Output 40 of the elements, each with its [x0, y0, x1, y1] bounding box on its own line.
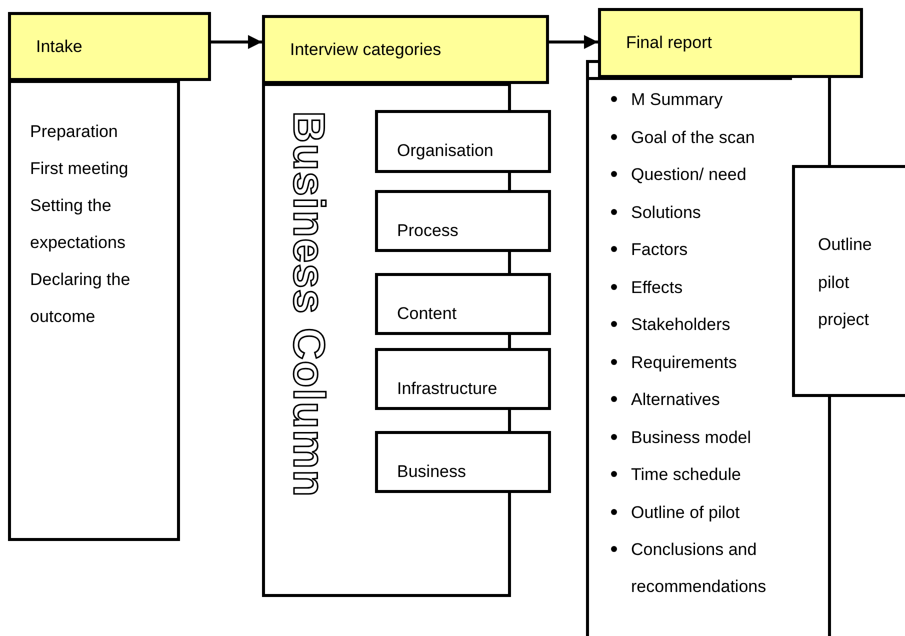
list-item: Question/ need: [631, 164, 748, 186]
note-text: Outline pilot project: [818, 234, 873, 331]
vertical-title: Business Column: [283, 111, 333, 498]
category-box: [375, 273, 551, 335]
list-item: Conclusions and recommendations: [631, 539, 768, 598]
list-item: Time schedule: [631, 464, 742, 486]
list-item: Goal of the scan: [631, 126, 756, 148]
header-title: Intake: [36, 36, 82, 58]
category-box: [375, 348, 551, 410]
category-label: Infrastructure: [397, 378, 498, 400]
arrow: [549, 35, 598, 49]
category-label: Organisation: [397, 140, 494, 162]
list-item: Preparation: [30, 121, 119, 143]
list-item: Factors: [631, 239, 689, 261]
category-box: [375, 110, 551, 173]
category-label: Process: [397, 220, 458, 242]
category-box: [375, 431, 551, 493]
list-item: Business model: [631, 426, 752, 448]
list-item: First meeting: [30, 158, 130, 180]
header-box: [598, 8, 863, 78]
header-box: [262, 15, 549, 84]
list-item: Alternatives: [631, 389, 721, 411]
panel: [8, 80, 180, 541]
list-item: Setting the expectations: [30, 195, 126, 254]
header-box: [8, 12, 211, 81]
note-box: [792, 165, 905, 397]
arrow: [211, 35, 262, 49]
list-item: Requirements: [631, 352, 738, 374]
list-item: Solutions: [631, 202, 702, 224]
category-label: Content: [397, 303, 457, 325]
category-label: Business: [397, 461, 466, 483]
header-title: Interview categories: [290, 39, 442, 61]
category-box: [375, 190, 551, 252]
list-item: Outline of pilot: [631, 502, 741, 524]
list-item: Effects: [631, 276, 684, 298]
header-title: Final report: [626, 32, 712, 54]
panel: [586, 77, 792, 636]
list-item: Stakeholders: [631, 314, 732, 336]
list-item: Declaring the outcome: [30, 269, 132, 328]
list-item: M Summary: [631, 89, 724, 111]
